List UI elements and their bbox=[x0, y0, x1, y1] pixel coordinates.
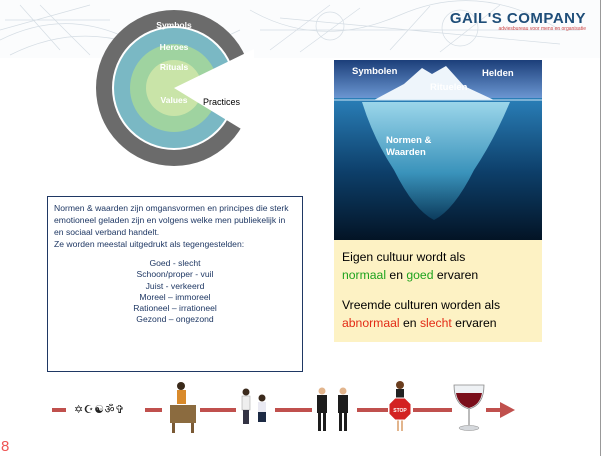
word-en: en bbox=[402, 316, 417, 330]
culture-callout: Eigen cultuur wordt als normaal en goed … bbox=[334, 240, 542, 342]
company-tagline: adviesbureau voor mens en organisatie bbox=[498, 26, 586, 32]
iceberg-image: Symbolen Helden Rituelen Normen & Waarde… bbox=[334, 60, 542, 246]
classroom-figure bbox=[170, 382, 196, 433]
word-en: en bbox=[389, 268, 403, 282]
couple-figure bbox=[241, 388, 266, 424]
stop-sign-text: STOP bbox=[393, 408, 407, 414]
iceberg-normen: Normen & bbox=[386, 135, 432, 146]
onion-layer-rituals: Rituals bbox=[159, 62, 189, 72]
religious-symbols-icon: ✡☪☯ॐ✞ bbox=[74, 403, 125, 416]
opposite-pair: Schoon/proper - vuil bbox=[136, 269, 214, 280]
opposite-pair: Juist - verkeerd bbox=[145, 280, 205, 291]
onion-labels: Symbols Heroes Rituals Values bbox=[94, 8, 254, 168]
onion-layer-values: Values bbox=[160, 95, 188, 105]
page-number: 8 bbox=[1, 438, 10, 455]
wine-glass-icon bbox=[453, 384, 485, 431]
company-logo: GAIL'S COMPANY adviesbureau voor mens en… bbox=[450, 10, 586, 32]
word-slecht: slecht bbox=[419, 316, 452, 330]
foreign-culture-line1: Vreemde culturen worden als bbox=[342, 298, 501, 312]
header-banner bbox=[0, 0, 600, 58]
onion-layer-symbols: Symbols bbox=[156, 20, 192, 30]
word-normaal: normaal bbox=[342, 268, 387, 282]
word-goed: goed bbox=[406, 268, 434, 282]
iceberg-helden: Helden bbox=[482, 68, 514, 79]
iceberg-rituelen: Rituelen bbox=[430, 82, 468, 93]
norms-opposites-intro: Ze worden meestal uitgedrukt als tegenge… bbox=[54, 239, 245, 249]
opposite-pair: Moreel – immoreel bbox=[139, 291, 211, 302]
stop-sign-figure bbox=[388, 381, 412, 431]
norms-textbox: Normen & waarden zijn omgansvormen en pr… bbox=[47, 196, 303, 372]
onion-layer-heroes: Heroes bbox=[159, 42, 189, 52]
businessmen-figure bbox=[317, 387, 348, 431]
own-culture-line2: normaal en goed ervaren bbox=[342, 266, 534, 284]
word-abnormaal: abnormaal bbox=[342, 316, 400, 330]
own-culture-line1: Eigen cultuur wordt als bbox=[342, 250, 466, 264]
word-ervaren: ervaren bbox=[436, 268, 479, 282]
foreign-culture-line2: abnormaal en slecht ervaren bbox=[342, 314, 534, 332]
spacer bbox=[342, 284, 534, 296]
iceberg-drawing bbox=[334, 60, 542, 246]
progression-arrow: STOP bbox=[52, 381, 515, 433]
norms-intro: Normen & waarden zijn omgansvormen en pr… bbox=[54, 203, 289, 237]
onion-diagram bbox=[96, 10, 254, 166]
practices-label: Practices bbox=[203, 97, 241, 107]
opposite-pair: Gezond – ongezond bbox=[136, 314, 214, 325]
company-name: GAIL'S COMPANY bbox=[449, 10, 586, 27]
iceberg-waarden: Waarden bbox=[386, 147, 426, 158]
iceberg-symbolen: Symbolen bbox=[352, 66, 398, 77]
word-ervaren: ervaren bbox=[455, 316, 497, 330]
opposite-pair: Rationeel – irrationeel bbox=[133, 303, 217, 314]
opposite-pair: Goed - slecht bbox=[149, 258, 201, 268]
